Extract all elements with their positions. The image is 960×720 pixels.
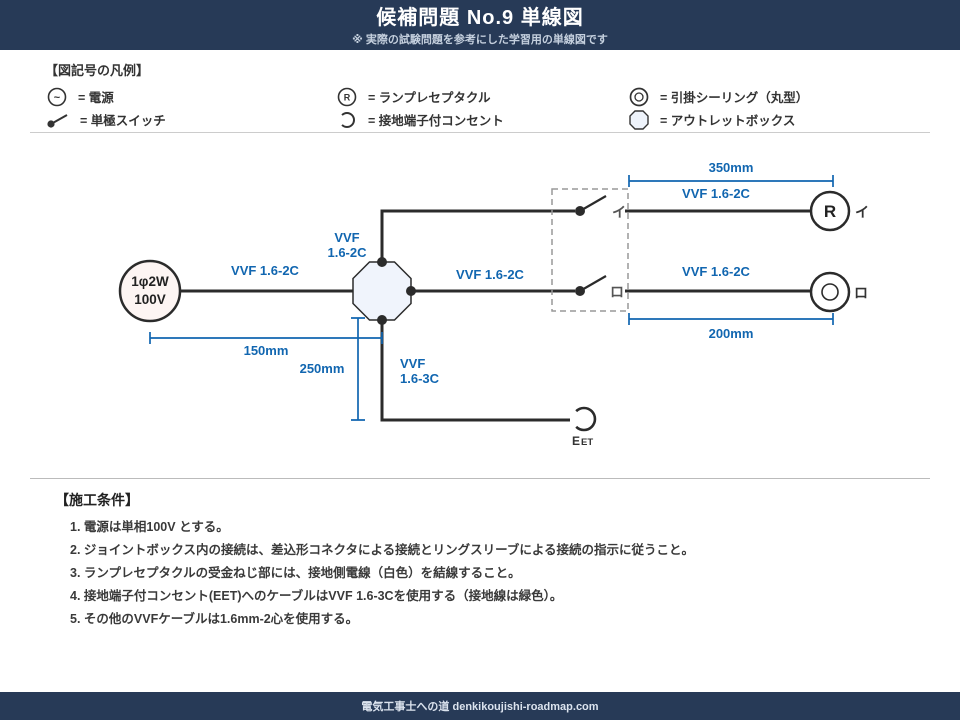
cable-label-switch2-out: VVF 1.6-2C: [682, 264, 751, 279]
receptacle-r-glyph: R: [344, 92, 351, 102]
legend-item-label: = ランプレセプタクル: [368, 91, 491, 105]
legend-heading: 【図記号の凡例】: [45, 63, 150, 78]
grounded-outlet-symbol: [575, 406, 597, 432]
cable-label-switch1-out: VVF 1.6-2C: [682, 186, 751, 201]
power-tilde-glyph: ~: [54, 92, 61, 104]
eet-label-sub: ET: [581, 437, 593, 448]
junction-dot-top: [377, 257, 387, 267]
cable-label-mid: VVF 1.6-2C: [456, 267, 525, 282]
legend-item-receptacle: R = ランプレセプタクル: [335, 85, 627, 108]
legend-item-label: = 接地端子付コンセント: [368, 114, 504, 128]
switch2-symbol: [575, 286, 585, 296]
cable-label-up-2: 1.6-2C: [327, 245, 367, 260]
condition-item-5: 5. その他のVVFケーブルは1.6mm-2心を使用する。: [70, 612, 359, 626]
switch1-lever: [579, 195, 607, 212]
page-title: 候補問題 No.9 単線図: [376, 7, 584, 29]
switch2-lever: [579, 275, 607, 292]
eet-label-main: E: [572, 434, 580, 448]
wire-box-to-switch1: [380, 209, 575, 262]
legend-item-power: ~ = 電源: [45, 85, 335, 108]
power-source-icon: ~: [47, 87, 67, 106]
lamp-receptacle-icon: R: [337, 87, 357, 106]
switch-group-dashed-box: [551, 188, 629, 312]
ceiling-rosette-symbol: [809, 271, 851, 313]
legend-section: 【図記号の凡例】 ~ = 電源 = 単極スイッチ: [0, 50, 960, 133]
single-line-diagram: 1φ2W 100V イ ロ R イ ロ: [0, 133, 960, 478]
legend-item-switch: = 単極スイッチ: [45, 108, 335, 131]
legend-column-3: = 引掛シーリング（丸型） = アウトレットボックス: [627, 85, 808, 131]
dimension-line-350: [628, 175, 834, 187]
switch1-tag: イ: [612, 204, 626, 220]
footer-text: 電気工事士への道 denkikoujishi-roadmap.com: [361, 701, 599, 713]
outlet-box-symbol: [352, 261, 412, 321]
cable-label-eet-1: VVF: [400, 356, 425, 371]
legend-divider: [30, 132, 930, 133]
power-source-line2: 100V: [134, 292, 166, 307]
condition-item-2: 2. ジョイントボックス内の接続は、差込形コネクタによる接続とリングスリーブによ…: [70, 543, 695, 557]
switch1-symbol: [575, 206, 585, 216]
cable-label-left: VVF 1.6-2C: [231, 263, 300, 278]
conditions-section: 【施工条件】 1. 電源は単相100V とする。 2. ジョイントボックス内の接…: [0, 478, 960, 692]
legend-column-1: ~ = 電源 = 単極スイッチ: [45, 85, 335, 131]
legend-item-ceiling: = 引掛シーリング（丸型）: [627, 85, 808, 108]
legend-item-outlet-box: = アウトレットボックス: [627, 108, 808, 131]
lamp-receptacle-tag: イ: [855, 204, 869, 220]
grounded-outlet-icon: [341, 111, 355, 128]
ceiling-rosette-inner-circle: [821, 283, 839, 301]
footer-bar: 電気工事士への道 denkikoujishi-roadmap.com: [0, 692, 960, 720]
diagram-canvas: 1φ2W 100V イ ロ R イ ロ: [118, 160, 869, 448]
wire-box-to-eet: [380, 320, 570, 422]
outlet-box-icon: [629, 109, 649, 130]
condition-item-4: 4. 接地端子付コンセント(EET)へのケーブルはVVF 1.6-3Cを使用する…: [70, 589, 563, 603]
page-subtitle: ※ 実際の試験問題を参考にした学習用の単線図です: [352, 34, 608, 46]
single-pole-switch-icon: [47, 113, 68, 128]
conditions-heading: 【施工条件】: [55, 492, 139, 508]
legend-columns: ~ = 電源 = 単極スイッチ R: [45, 85, 930, 131]
legend-column-2: R = ランプレセプタクル = 接地端子付コンセント: [335, 85, 627, 131]
dimension-line-200: [628, 313, 834, 325]
dimension-line-250: [351, 317, 365, 421]
legend-item-label: = 電源: [78, 91, 114, 105]
condition-item-3: 3. ランプレセプタクルの受金ねじ部には、接地側電線（白色）を結線すること。: [70, 566, 521, 580]
legend-item-grounded-outlet: = 接地端子付コンセント: [335, 108, 627, 131]
switch2-tag: ロ: [610, 284, 624, 300]
dimension-label-150: 150mm: [244, 343, 289, 358]
legend-item-label: = 引掛シーリング（丸型）: [660, 91, 809, 105]
power-source-symbol: [118, 259, 182, 323]
legend-item-label: = アウトレットボックス: [660, 114, 796, 128]
dimension-label-350: 350mm: [709, 160, 754, 175]
dimension-label-200: 200mm: [709, 326, 754, 341]
ceiling-rosette-tag: ロ: [854, 285, 868, 301]
lamp-receptacle-letter: R: [824, 202, 836, 221]
junction-dot-bottom: [377, 315, 387, 325]
dimension-line-150: [149, 332, 383, 344]
conditions-divider: [30, 478, 930, 479]
lamp-receptacle-symbol: [809, 190, 851, 232]
cable-label-eet-2: 1.6-3C: [400, 371, 440, 386]
header-bar: 候補問題 No.9 単線図 ※ 実際の試験問題を参考にした学習用の単線図です: [0, 0, 960, 50]
ceiling-rosette-icon: [629, 87, 649, 106]
power-source-line1: 1φ2W: [131, 274, 169, 289]
dimension-label-250: 250mm: [300, 361, 345, 376]
condition-item-1: 1. 電源は単相100V とする。: [70, 520, 229, 534]
legend-item-label: = 単極スイッチ: [80, 114, 166, 128]
cable-label-up-1: VVF: [334, 230, 359, 245]
junction-dot-right: [406, 286, 416, 296]
